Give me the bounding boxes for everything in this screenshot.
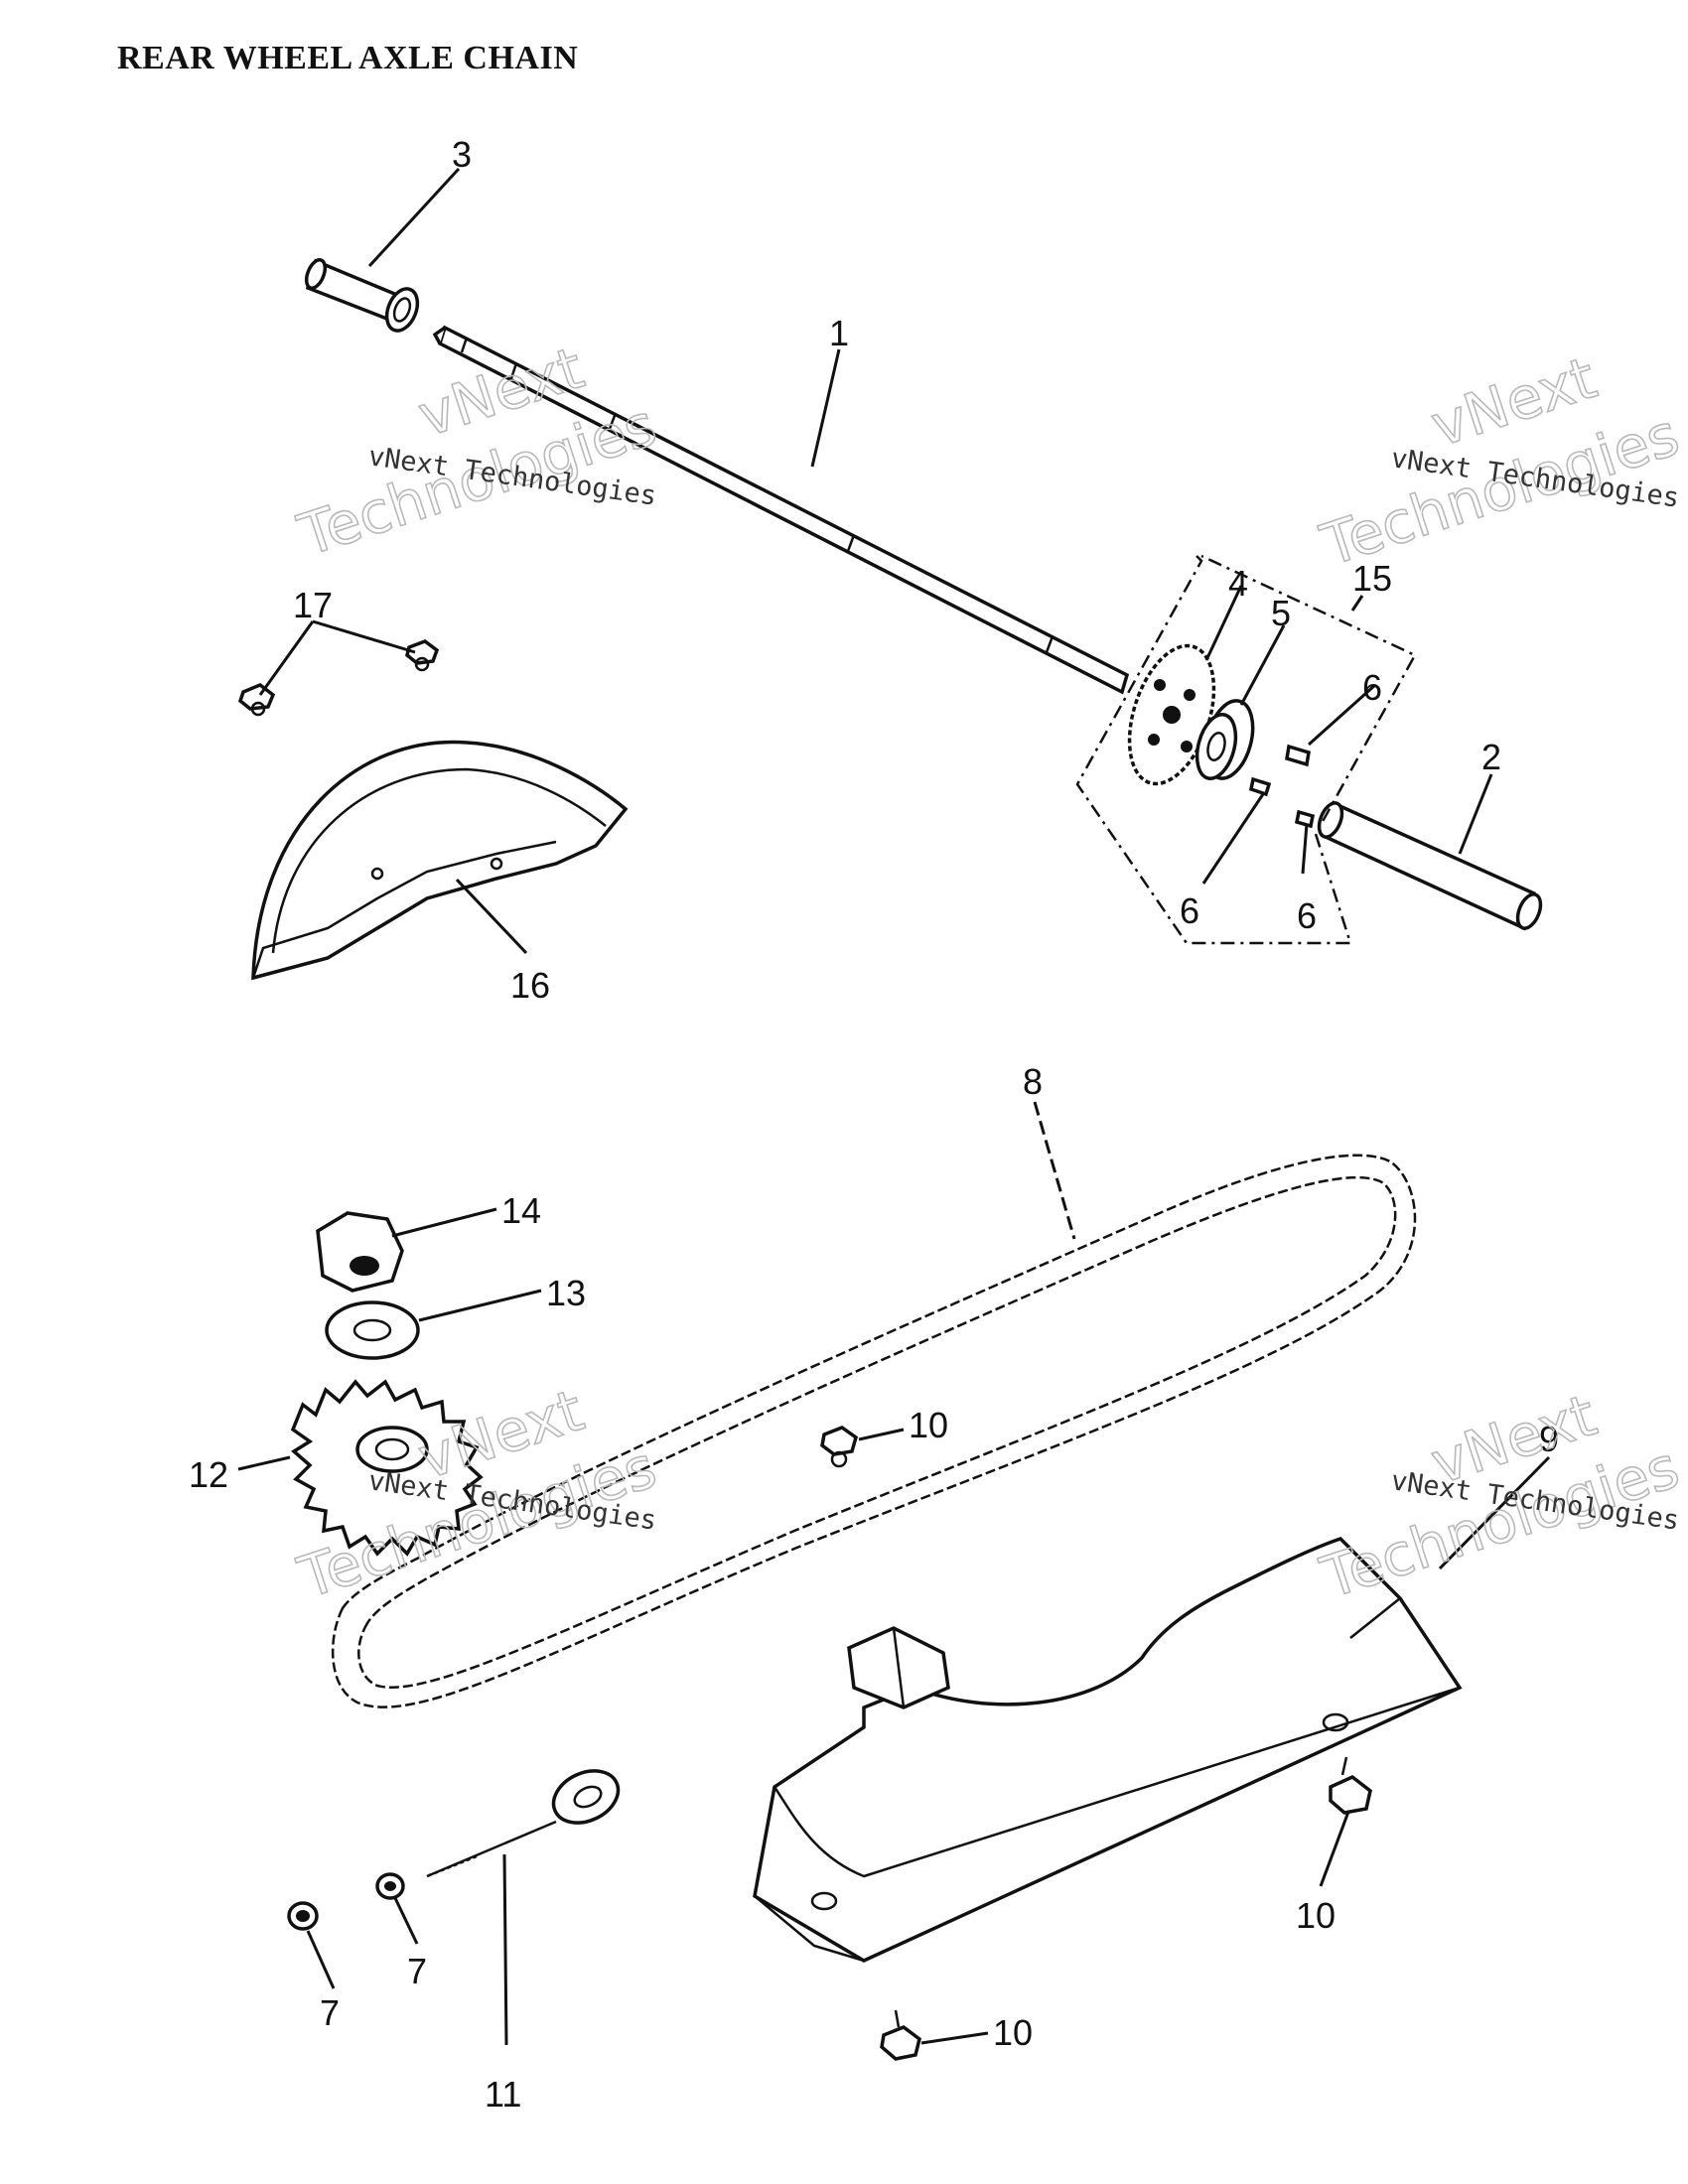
part-16-curved-guard [251, 740, 629, 981]
callout-10-guard: 10 [1296, 1895, 1336, 1936]
part-17-bolts [237, 639, 440, 717]
part-10-hex-bolts [820, 1426, 1372, 2061]
callout-10-chain: 10 [909, 1405, 948, 1445]
callout-9: 9 [1539, 1419, 1559, 1459]
callout-16: 16 [510, 965, 550, 1006]
callout-12: 12 [189, 1454, 228, 1495]
callout-7-right: 7 [407, 1951, 427, 1991]
callout-3: 3 [452, 134, 472, 175]
part-9-chain-guard [753, 1536, 1463, 1963]
callout-10-bottom: 10 [993, 2012, 1033, 2053]
part-2-sleeve [1317, 801, 1543, 931]
part-11-eye-bolt [426, 1769, 621, 1878]
callout-4: 4 [1228, 563, 1248, 604]
callout-17: 17 [293, 585, 333, 625]
callout-numbers: 3 1 2 4 5 15 6 6 6 17 16 8 14 13 12 10 9… [189, 134, 1559, 2115]
part-13-washer [325, 1300, 420, 1360]
callout-6-upper: 6 [1362, 667, 1382, 708]
callout-15: 15 [1352, 558, 1392, 599]
callout-1: 1 [829, 313, 849, 353]
watermark-top-left: vNext Technologies vNext Technologies [290, 333, 665, 570]
part-15-assembly-outline [1075, 554, 1417, 945]
watermark-top-right: vNext Technologies vNext Technologies [1313, 342, 1688, 580]
callout-14: 14 [501, 1190, 541, 1231]
callout-6-lower-left: 6 [1180, 890, 1199, 931]
part-1-axle-shaft [432, 325, 1130, 695]
callout-2: 2 [1481, 737, 1501, 777]
callout-8: 8 [1023, 1061, 1043, 1102]
leader-lines [237, 167, 1551, 2046]
part-6-bolts [1248, 744, 1316, 829]
part-14-nut [316, 1211, 404, 1293]
part-3-sleeve [304, 258, 420, 333]
part-8-roller-chain [332, 1154, 1417, 1708]
part-4-sprocket-plate [1127, 643, 1216, 786]
page-title: REAR WHEEL AXLE CHAIN [117, 40, 579, 76]
callout-11: 11 [485, 2074, 521, 2115]
part-5-hub [1195, 699, 1255, 780]
part-12-sprocket [290, 1379, 484, 1557]
part-7-nuts [287, 1872, 405, 1931]
callout-6-lower-right: 6 [1297, 895, 1317, 936]
callout-7-left: 7 [320, 1992, 340, 2033]
callout-5: 5 [1271, 593, 1291, 633]
callout-13: 13 [546, 1273, 586, 1313]
watermark-bottom-right: vNext Technologies vNext Technologies [1313, 1380, 1688, 1612]
